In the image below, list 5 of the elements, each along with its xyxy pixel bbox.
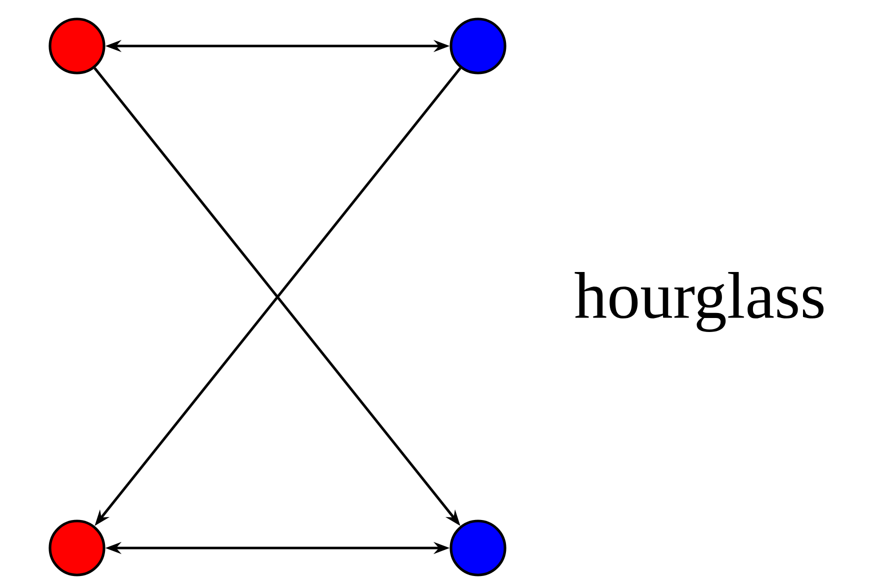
- circle-node: [450, 18, 506, 74]
- circle-node: [450, 520, 506, 576]
- circle-node: [48, 520, 106, 576]
- diagram-label: hourglass: [574, 272, 824, 332]
- circle-node: [48, 18, 106, 74]
